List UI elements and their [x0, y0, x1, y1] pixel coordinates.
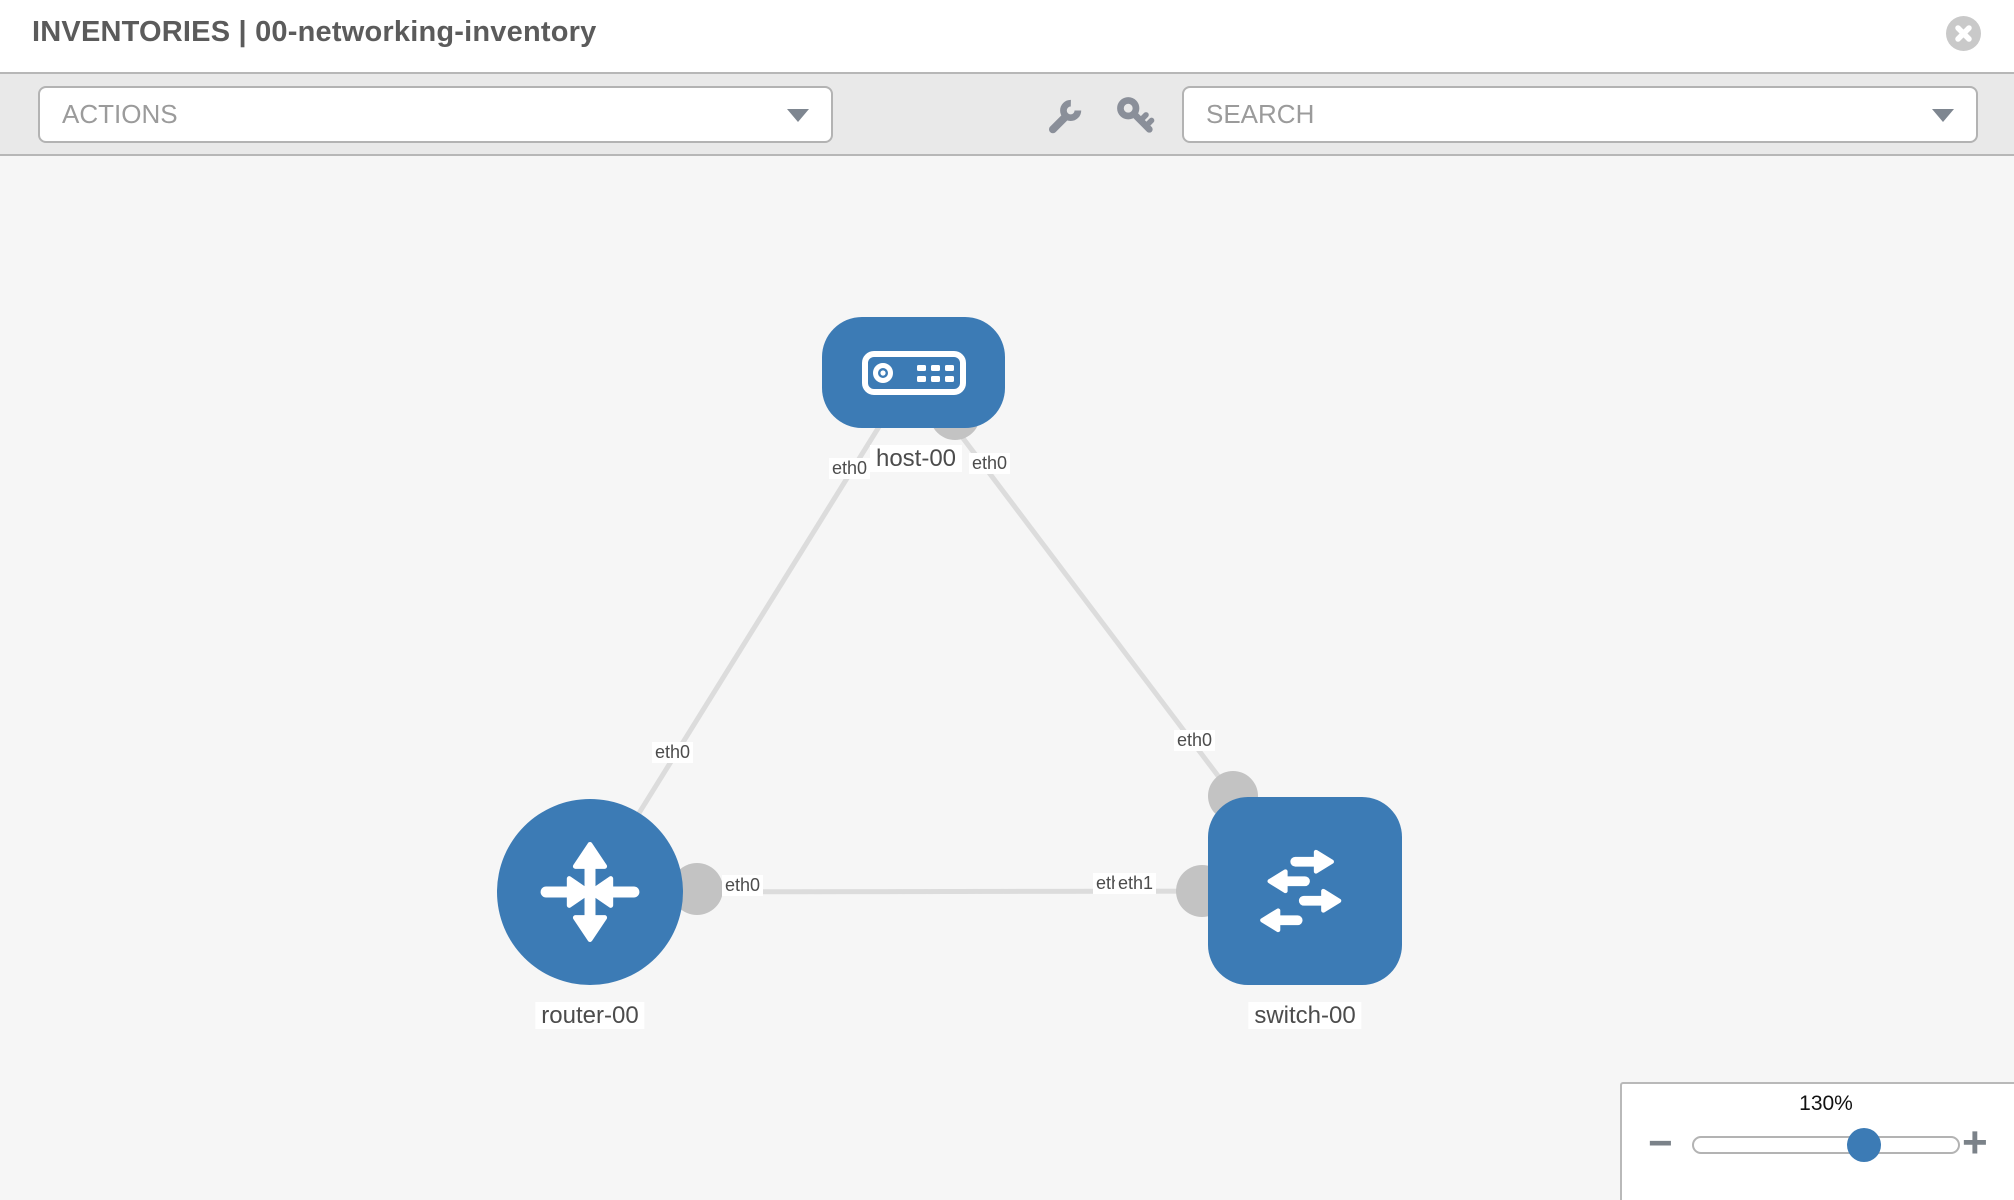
switch-icon: [1260, 849, 1342, 933]
node-router-00[interactable]: [497, 799, 683, 985]
topology-links-layer: [587, 370, 1307, 917]
key-icon: [1117, 97, 1155, 133]
interface-label: eth1: [1115, 873, 1157, 894]
interface-label: eth0: [652, 742, 694, 763]
node-host-00[interactable]: [822, 317, 1005, 428]
zoom-slider-track[interactable]: [1692, 1136, 1960, 1154]
tools-button[interactable]: [1040, 92, 1088, 140]
actions-dropdown[interactable]: ACTIONS: [38, 86, 833, 143]
router-icon: [540, 841, 640, 943]
toolbar: ACTIONS SEARCH: [0, 72, 2014, 156]
page-title: INVENTORIES | 00-networking-inventory: [32, 16, 597, 48]
close-icon: [1955, 25, 1972, 42]
interface-label: eth0: [969, 453, 1011, 474]
chevron-down-icon: [787, 108, 809, 122]
search-input[interactable]: SEARCH: [1182, 86, 1978, 143]
topology-canvas[interactable]: host-00 router-00 switch-00 eth0 eth0 eth0…: [0, 156, 2014, 1200]
zoom-widget: 130% − +: [1620, 1082, 2014, 1200]
node-label-host-00: host-00: [869, 445, 963, 472]
interface-label: eth0: [1174, 730, 1216, 751]
host-icon: [861, 350, 966, 395]
interface-label: eth0: [829, 458, 871, 479]
search-placeholder: SEARCH: [1206, 99, 1315, 129]
actions-dropdown-label: ACTIONS: [62, 99, 178, 129]
header: INVENTORIES | 00-networking-inventory: [0, 0, 2014, 72]
zoom-level-label: 130%: [1799, 1092, 1853, 1115]
node-switch-00[interactable]: [1208, 797, 1402, 985]
zoom-in-button[interactable]: +: [1962, 1118, 1988, 1167]
node-label-router-00: router-00: [535, 1002, 645, 1029]
wrench-icon: [1049, 99, 1082, 134]
zoom-out-button[interactable]: −: [1648, 1119, 1673, 1166]
zoom-slider-knob[interactable]: [1846, 1128, 1881, 1162]
close-button[interactable]: [1946, 16, 1981, 51]
node-label-switch-00: switch-00: [1248, 1002, 1362, 1029]
credentials-button[interactable]: [1112, 92, 1160, 140]
chevron-down-icon: [1932, 108, 1954, 122]
interface-port: [671, 863, 723, 915]
interface-label: eth0: [722, 875, 764, 896]
